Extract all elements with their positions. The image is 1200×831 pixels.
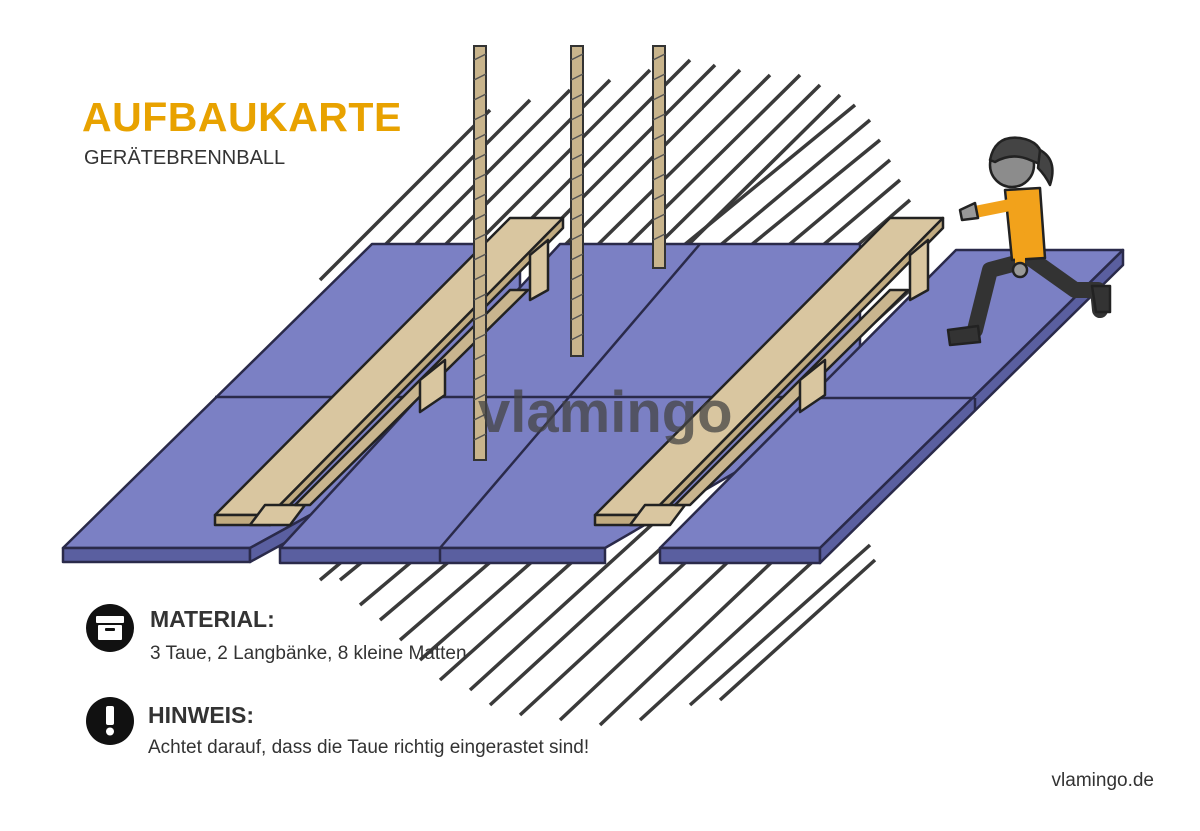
- watermark: vlamingo: [478, 380, 733, 445]
- exclamation-icon: [86, 697, 134, 745]
- hinweis-text: Achtet darauf, dass die Taue richtig ein…: [148, 737, 590, 758]
- footer-url[interactable]: vlamingo.de: [1051, 770, 1154, 791]
- material-text: 3 Taue, 2 Langbänke, 8 kleine Matten: [150, 643, 467, 664]
- rope-1: [473, 45, 487, 461]
- rope-2: [570, 45, 584, 357]
- page-title: AUFBAUKARTE: [82, 94, 402, 140]
- benches: [213, 216, 945, 527]
- runner-figure: [946, 136, 1112, 347]
- hinweis-heading: HINWEIS:: [148, 702, 255, 728]
- page-subtitle: GERÄTEBRENNBALL: [84, 147, 286, 169]
- ropes: [473, 45, 666, 461]
- archive-box-icon: [86, 604, 134, 652]
- material-heading: MATERIAL:: [150, 606, 275, 632]
